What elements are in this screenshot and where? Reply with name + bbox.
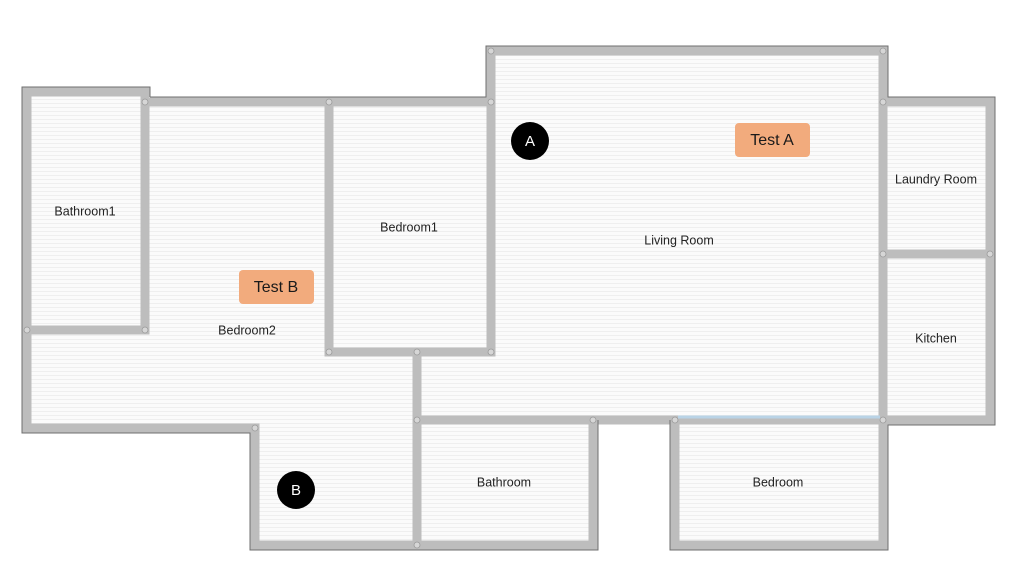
joint: [879, 250, 887, 258]
outer-wall-left-block: [22, 87, 598, 550]
joint: [141, 98, 149, 106]
bathroom1-floor: [27, 92, 145, 330]
joint: [487, 47, 495, 55]
outer-edge-left: [21, 86, 599, 551]
marker-b-label: B: [291, 482, 301, 499]
joint: [413, 541, 421, 549]
joint: [487, 348, 495, 356]
joint: [141, 326, 149, 334]
wall-edges: [21, 45, 996, 551]
joint: [589, 416, 597, 424]
joint: [986, 250, 994, 258]
outer-wall-right-block: [145, 46, 995, 550]
test-b-box: [239, 270, 314, 304]
marker-a-circle: [511, 122, 549, 160]
test-a-label: Test A: [750, 132, 794, 149]
room-label-kitchen: Kitchen: [915, 331, 957, 345]
joint: [413, 416, 421, 424]
room-label-bedroom: Bedroom: [753, 475, 804, 489]
joint: [251, 424, 259, 432]
bathroom-floor: [417, 420, 593, 545]
room-label-living-room: Living Room: [644, 233, 713, 247]
joint: [671, 416, 679, 424]
joint: [325, 98, 333, 106]
marker-a: A: [511, 122, 549, 160]
room-label-bathroom: Bathroom: [477, 475, 531, 489]
floor-fills: [27, 51, 990, 545]
marker-b: B: [277, 471, 315, 509]
test-a-tag: Test A: [735, 123, 810, 157]
wall-joints: [23, 47, 994, 549]
bedroom2-floor: [27, 102, 417, 545]
room-labels: Bathroom1 Bedroom2 Bedroom1 Living Room …: [54, 172, 977, 489]
joint: [487, 98, 495, 106]
test-a-box: [735, 123, 810, 157]
bedroom1-floor: [329, 102, 491, 352]
joint: [879, 416, 887, 424]
marker-a-label: A: [525, 133, 535, 150]
wall-bedroom1: [324, 102, 496, 357]
room-label-bedroom1: Bedroom1: [380, 220, 438, 234]
test-b-tag: Test B: [239, 270, 314, 304]
outer-edge-right: [150, 45, 996, 551]
joint: [879, 47, 887, 55]
test-b-label: Test B: [254, 279, 298, 296]
room-label-bathroom1: Bathroom1: [54, 204, 115, 218]
laundry-room-floor: [883, 102, 990, 254]
room-label-laundry-room: Laundry Room: [895, 172, 977, 186]
room-label-bedroom2: Bedroom2: [218, 323, 276, 337]
joint: [413, 348, 421, 356]
kitchen-floor: [883, 254, 990, 420]
joint: [23, 326, 31, 334]
joint: [879, 98, 887, 106]
bedroom-floor: [675, 420, 883, 545]
joint: [325, 348, 333, 356]
marker-b-circle: [277, 471, 315, 509]
